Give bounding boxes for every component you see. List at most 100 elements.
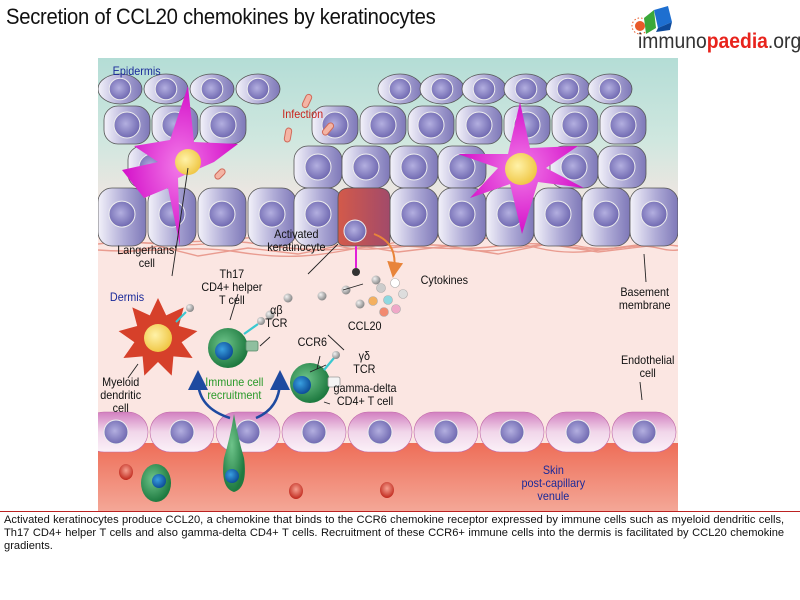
label-line: keratinocyte xyxy=(267,240,326,254)
langerhans-cell-left xyxy=(122,86,238,246)
recruitment-arrow-right xyxy=(255,370,290,420)
label-line: αβ xyxy=(270,303,283,317)
label-ccl20: CCL20 xyxy=(347,319,382,333)
endothelial-cell xyxy=(545,411,611,453)
keratinocyte xyxy=(407,105,455,145)
ccl20-molecule xyxy=(355,299,365,309)
region-label-epidermis: Epidermis xyxy=(112,64,161,78)
ccl20-molecule xyxy=(317,291,327,301)
ccl20-molecule xyxy=(265,310,275,320)
label-line: Immune cell xyxy=(205,375,264,389)
label-line: Langerhans' xyxy=(117,243,177,257)
keratinocyte xyxy=(97,73,143,105)
venule-lumen xyxy=(98,443,678,512)
label-line: TCR xyxy=(265,316,288,330)
logo-wordmark: immunopaedia.org xyxy=(638,30,800,54)
keratinocyte xyxy=(197,187,247,247)
ccl20-molecule xyxy=(341,285,351,295)
cytokine-molecule xyxy=(398,289,408,299)
label-langerhans-cell: Langerhans'cell xyxy=(117,244,176,270)
keratinocyte xyxy=(545,73,591,105)
bacteria xyxy=(214,93,335,180)
keratinocyte xyxy=(97,187,147,247)
red-blood-cells xyxy=(119,464,394,499)
label-line: Basement xyxy=(620,285,669,299)
keratinocyte xyxy=(597,145,647,189)
diagram-illustration xyxy=(83,58,679,512)
gamma-delta-t-cell xyxy=(290,351,341,403)
immunopaedia-logo xyxy=(631,6,672,35)
logo-blue-cube xyxy=(654,6,672,28)
keratinocyte xyxy=(293,187,343,247)
endothelial-cell xyxy=(479,411,545,453)
keratinocyte xyxy=(419,73,465,105)
cytokine-release-arrow xyxy=(373,233,404,278)
logo-text-org: .org xyxy=(767,30,800,53)
label-line: Activated xyxy=(274,227,319,241)
label-line: cell xyxy=(112,401,129,415)
region-label-dermis: Dermis xyxy=(109,290,145,304)
activated-keratinocyte xyxy=(337,187,391,247)
label-line: post-capillary xyxy=(521,476,586,490)
cytokines xyxy=(368,278,408,317)
keratinocyte xyxy=(533,187,583,247)
keratinocyte xyxy=(189,73,235,105)
endothelial-cell xyxy=(611,411,677,453)
label-infection: Infection xyxy=(282,107,324,121)
endothelial-layer xyxy=(83,411,677,453)
keratinocyte xyxy=(377,73,423,105)
endothelial-cell xyxy=(149,411,215,453)
label-pointer-lines xyxy=(127,167,647,405)
label-line: Endothelial xyxy=(620,353,675,367)
cytokine-molecule xyxy=(376,283,386,293)
label-line: venule xyxy=(537,489,570,503)
keratinocyte xyxy=(389,187,439,247)
endothelial-cell xyxy=(413,411,479,453)
endothelial-cell xyxy=(281,411,347,453)
cytokine-molecule xyxy=(368,296,378,306)
keratinocyte xyxy=(587,73,633,105)
keratinocyte xyxy=(293,145,343,189)
label-line: Th17 xyxy=(219,267,245,281)
logo-text-paedia: paedia xyxy=(706,30,768,53)
label-line: γδ xyxy=(358,349,371,363)
label-line: Myeloid xyxy=(102,375,140,389)
keratinocyte xyxy=(103,105,151,145)
ccl20-molecule xyxy=(371,275,381,285)
cytokine-molecule xyxy=(383,295,393,305)
logo-green-shape xyxy=(644,10,656,34)
label-line: recruitment xyxy=(207,388,262,402)
label-line: membrane xyxy=(618,298,671,312)
label-line: dendritic xyxy=(100,388,142,402)
endothelial-cell xyxy=(215,411,281,453)
label-line: CD4+ helper xyxy=(201,280,263,294)
label-line: Skin xyxy=(542,463,564,477)
label-line: CD4+ T cell xyxy=(336,394,394,408)
keratinocyte xyxy=(247,187,297,247)
keratinocyte xyxy=(143,73,189,105)
keratinocyte xyxy=(235,73,281,105)
label-cytokines: Cytokines xyxy=(420,273,469,287)
recruitment-arrow-left xyxy=(188,370,231,420)
keratinocyte xyxy=(461,73,507,105)
keratinocyte xyxy=(341,145,391,189)
label-line: cell xyxy=(138,256,155,270)
cytokine-molecule xyxy=(390,278,400,288)
figure-title: Secretion of CCL20 chemokines by keratin… xyxy=(6,4,436,29)
label-ccr6: CCR6 xyxy=(297,335,328,349)
endothelial-cell xyxy=(347,411,413,453)
circulating-t-cell xyxy=(141,464,171,502)
keratinocyte xyxy=(455,105,503,145)
keratinocyte xyxy=(437,187,487,247)
cytokine-molecule xyxy=(379,307,389,317)
keratinocyte xyxy=(551,105,599,145)
logo-blue-cube-side xyxy=(656,22,672,32)
label-line: gamma-delta xyxy=(333,381,397,395)
caption-divider xyxy=(0,511,800,512)
keratinocyte xyxy=(359,105,407,145)
